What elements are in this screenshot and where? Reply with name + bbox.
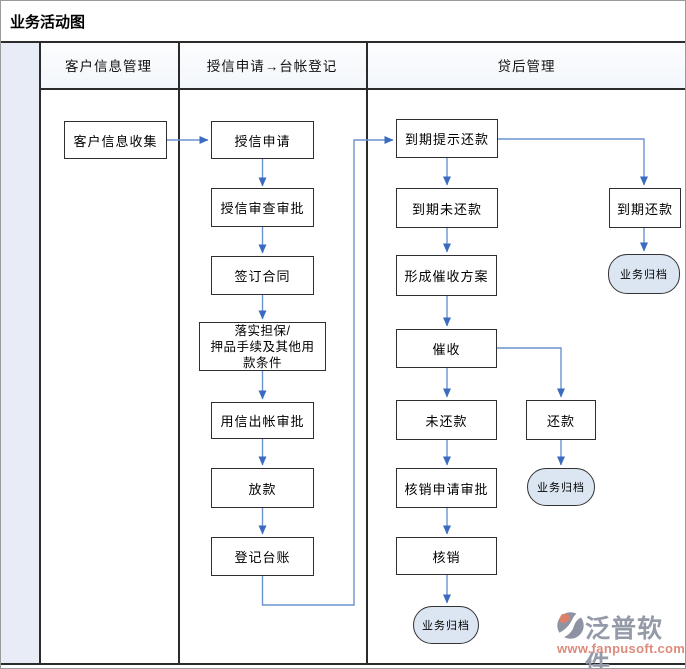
diagram-title-bar: 业务活动图 <box>1 1 685 41</box>
node-credit-review-approval: 授信审查审批 <box>211 188 314 227</box>
fanpu-logo-icon <box>557 612 584 639</box>
node-writeoff-approval: 核销申请审批 <box>396 468 497 508</box>
node-due-reminder: 到期提示还款 <box>396 119 498 158</box>
lane-divider-strip <box>39 41 41 665</box>
lane-header-row <box>39 41 685 89</box>
bottom-border <box>1 663 685 665</box>
node-unpaid: 未还款 <box>396 400 497 440</box>
node-credit-apply: 授信申请 <box>211 121 314 159</box>
node-archive-after-repaid: 业务归档 <box>527 468 595 506</box>
watermark-url: www.fanpusoft.com <box>557 641 686 656</box>
node-writeoff: 核销 <box>396 537 497 575</box>
diagram-title: 业务活动图 <box>10 13 86 31</box>
lane-header-credit-ledger: 授信申请→台帐登记 <box>206 59 338 74</box>
node-due-unpaid: 到期未还款 <box>396 188 498 228</box>
header-divider <box>39 88 685 90</box>
node-due-repaid: 到期还款 <box>609 188 681 228</box>
node-archive-after-due-repaid: 业务归档 <box>608 254 680 294</box>
node-loan-release: 放款 <box>211 468 314 508</box>
lane-header-customer-info: 客户信息管理 <box>65 59 152 74</box>
node-collection: 催收 <box>396 329 497 368</box>
node-sign-contract: 签订合同 <box>211 256 314 295</box>
lane-divider-1 <box>178 41 180 665</box>
node-collect-customer-info: 客户信息收集 <box>64 121 167 159</box>
node-archive-after-writeoff: 业务归档 <box>413 606 479 644</box>
title-divider <box>1 41 685 43</box>
node-collection-plan: 形成催收方案 <box>396 255 497 296</box>
swimlane-left-strip <box>1 41 39 664</box>
node-disbursement-approval: 用信出帐审批 <box>211 402 314 439</box>
lane-divider-2 <box>366 41 368 665</box>
lane-header-post-loan: 贷后管理 <box>497 59 556 74</box>
node-register-ledger: 登记台账 <box>211 537 314 576</box>
node-repaid: 还款 <box>526 400 596 440</box>
node-implement-guarantee: 落实担保/ 押品手续及其他用 款条件 <box>199 322 326 371</box>
watermark-brand: 泛普软件 <box>585 615 664 669</box>
